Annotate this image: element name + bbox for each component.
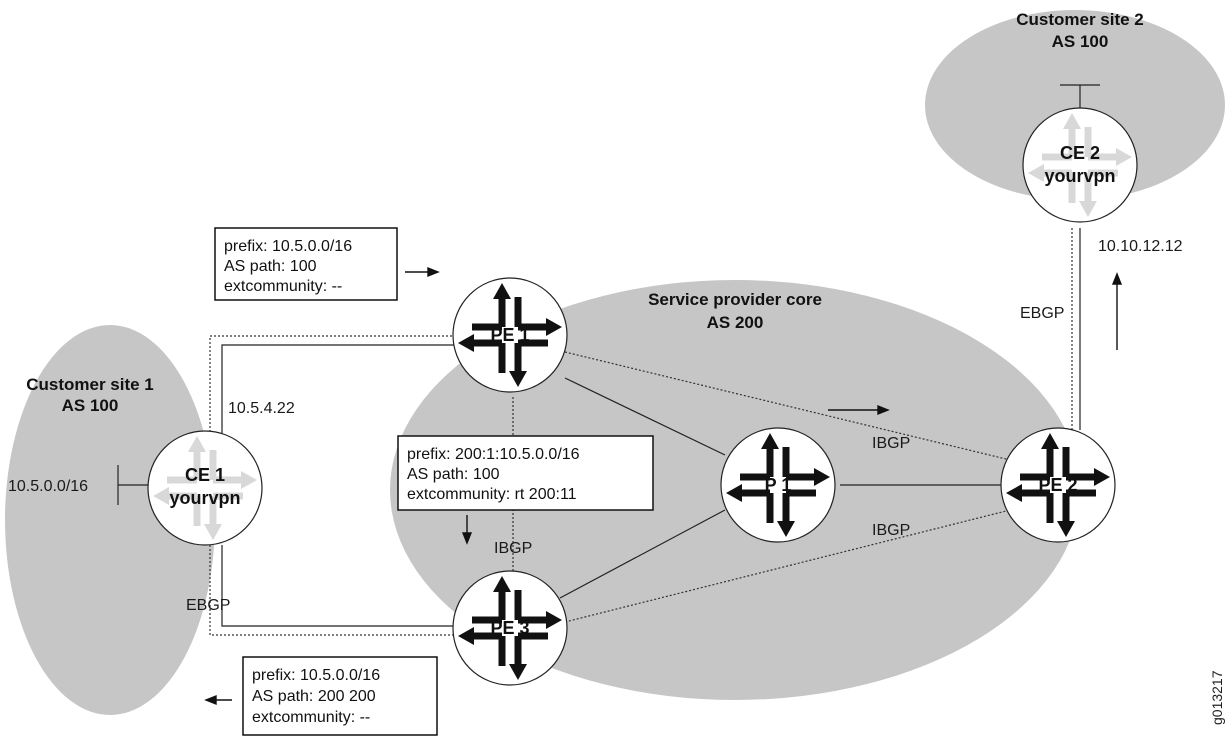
route-box-top: prefix: 10.5.0.0/16 AS path: 100 extcomm… xyxy=(214,227,398,301)
bgp-sessions xyxy=(209,228,1073,636)
customer-site-2-region xyxy=(925,10,1225,200)
site1-title: Customer site 1 xyxy=(26,375,154,394)
route-box-top-community: extcommunity: -- xyxy=(224,278,342,295)
p1-name: P 1 xyxy=(765,475,792,495)
customer-site-1-region xyxy=(5,325,215,715)
prefix-stubs xyxy=(117,84,1100,505)
route-box-bottom-aspath: AS path: 200 200 xyxy=(252,688,376,705)
ce2-name: CE 2 xyxy=(1060,143,1100,163)
route-box-middle-aspath: AS path: 100 xyxy=(407,466,500,483)
figure-id: g013217 xyxy=(1209,670,1225,725)
physical-links xyxy=(221,228,1081,627)
ce1-vpn: yourvpn xyxy=(169,488,240,508)
core-as: AS 200 xyxy=(707,313,764,332)
route-box-bottom-prefix: prefix: 10.5.0.0/16 xyxy=(252,667,380,684)
direction-arrows xyxy=(204,266,1123,706)
router-pe2[interactable]: PE 2 xyxy=(1000,427,1116,543)
ebgp-left-label: EBGP xyxy=(186,597,230,614)
route-box-bottom-community: extcommunity: -- xyxy=(252,709,370,726)
ibgp-pe1-pe3-label: IBGP xyxy=(494,540,532,557)
router-pe1[interactable]: PE 1 xyxy=(452,277,568,393)
route-box-bottom: prefix: 10.5.0.0/16 AS path: 200 200 ext… xyxy=(242,656,438,736)
site2-as: AS 100 xyxy=(1052,32,1109,51)
router-ce1[interactable]: CE 1 yourvpn xyxy=(147,430,263,546)
ibgp-pe1-pe2-label: IBGP xyxy=(872,435,910,452)
core-title: Service provider core xyxy=(648,290,822,309)
site1-as: AS 100 xyxy=(62,396,119,415)
router-p1[interactable]: P 1 xyxy=(720,427,836,543)
route-box-middle: prefix: 200:1:10.5.0.0/16 AS path: 100 e… xyxy=(397,435,654,511)
ebgp-right-label: EBGP xyxy=(1020,305,1064,322)
router-pe3[interactable]: PE 3 xyxy=(452,570,568,686)
pe2-name: PE 2 xyxy=(1038,475,1077,495)
site1-prefix-label: 10.5.0.0/16 xyxy=(8,478,88,495)
route-box-middle-community: extcommunity: rt 200:11 xyxy=(407,486,577,503)
ce1-name: CE 1 xyxy=(185,465,225,485)
pe1-name: PE 1 xyxy=(490,325,529,345)
router-ce2[interactable]: CE 2 yourvpn xyxy=(1022,107,1138,223)
route-box-top-aspath: AS path: 100 xyxy=(224,258,317,275)
route-box-top-prefix: prefix: 10.5.0.0/16 xyxy=(224,238,352,255)
ce1-address-label: 10.5.4.22 xyxy=(228,400,295,417)
ce2-address-label: 10.10.12.12 xyxy=(1098,238,1183,255)
site2-title: Customer site 2 xyxy=(1016,10,1144,29)
route-box-middle-prefix: prefix: 200:1:10.5.0.0/16 xyxy=(407,446,580,463)
pe3-name: PE 3 xyxy=(490,618,529,638)
ibgp-pe3-pe2-label: IBGP xyxy=(872,522,910,539)
ce2-vpn: yourvpn xyxy=(1044,166,1115,186)
